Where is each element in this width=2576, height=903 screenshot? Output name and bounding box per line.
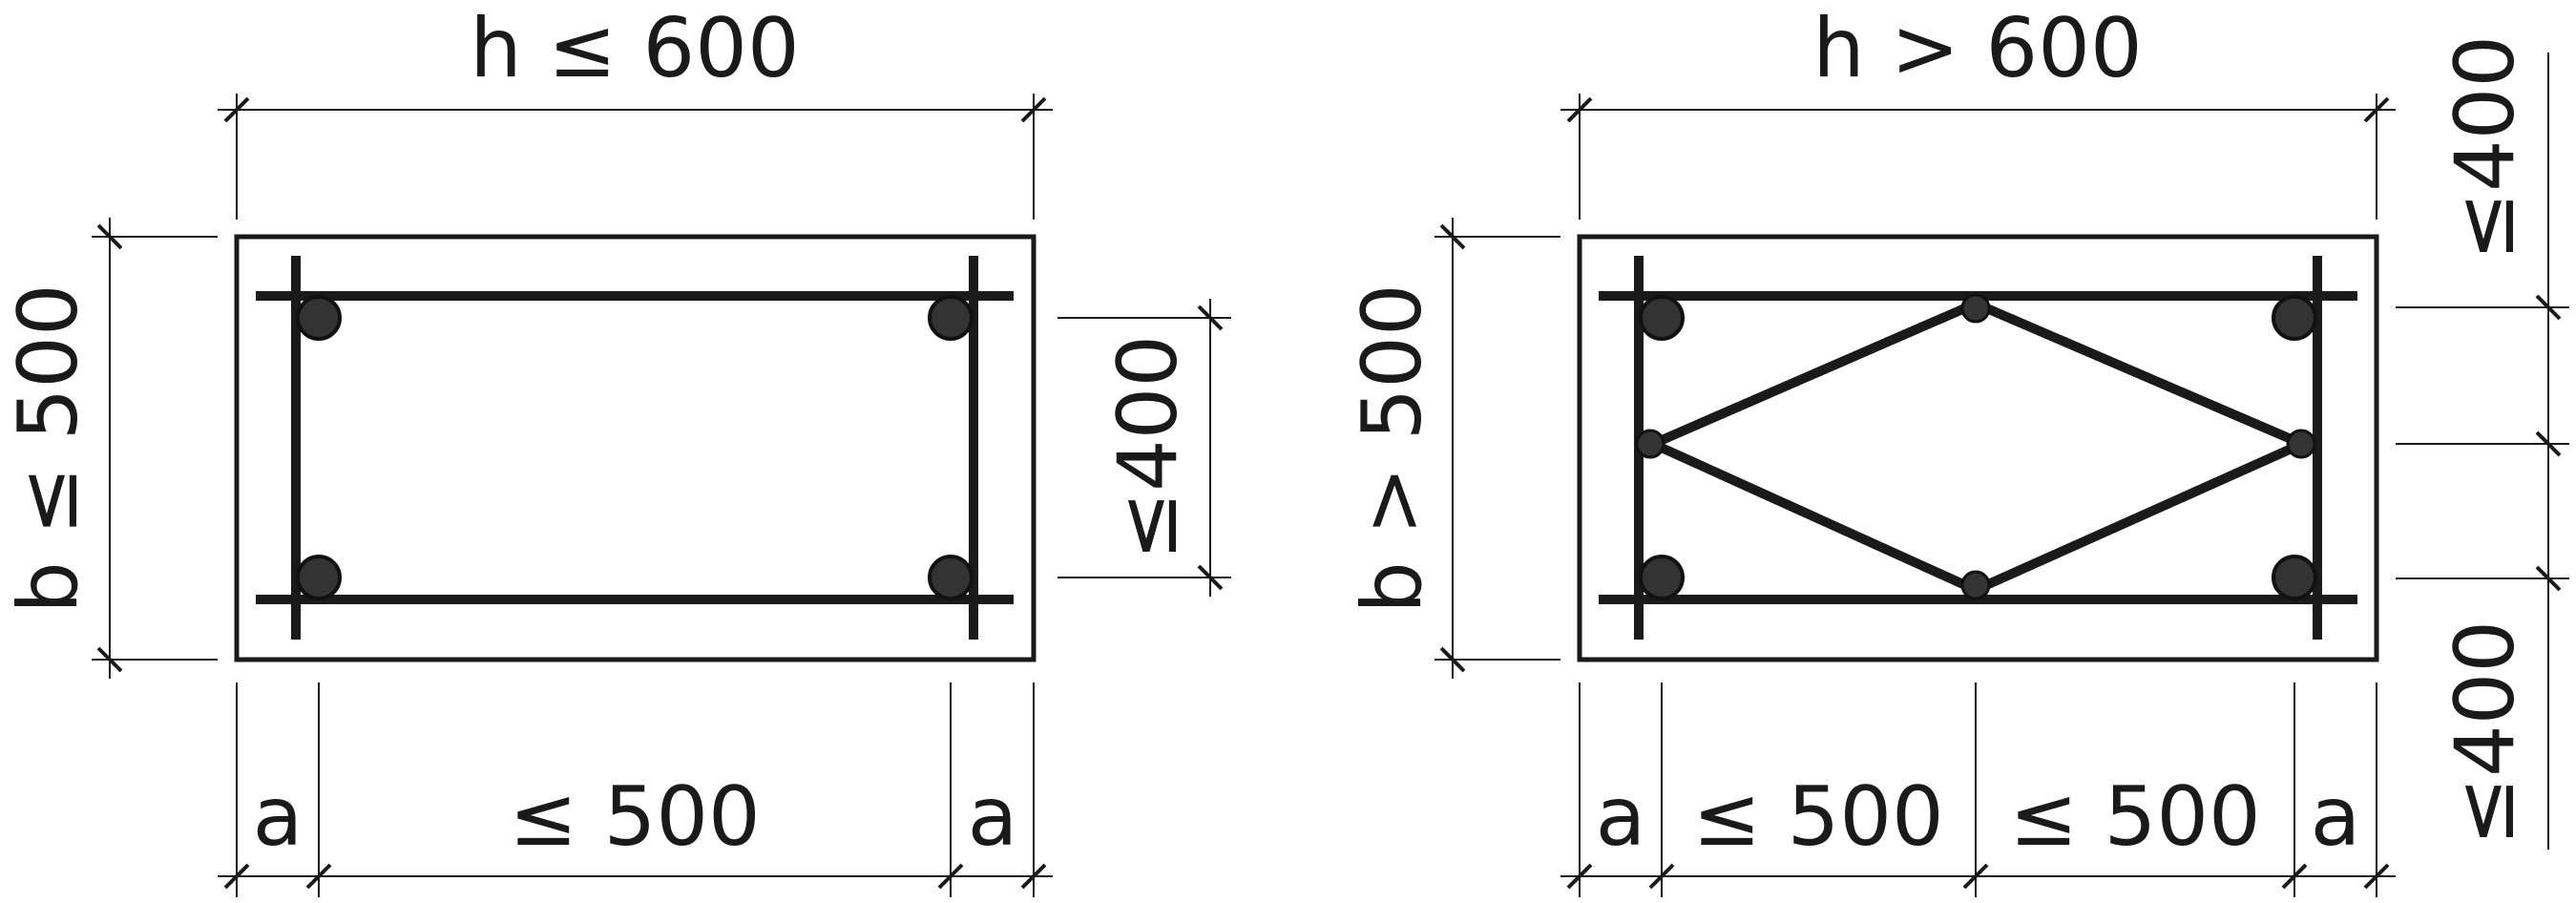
- right-dim-spacing-bottom-label: ≤400: [2438, 620, 2533, 846]
- left-dim-height-label: b ≤ 500: [1, 284, 96, 613]
- left-stirrup: [256, 256, 1014, 640]
- left-rebar-bottom-left: [296, 555, 342, 600]
- right-dim-middle-2-label: ≤ 500: [2009, 769, 2261, 865]
- right-dim-bottom-chain: a ≤ 500 ≤ 500 a: [1560, 682, 2396, 897]
- right-dim-width: h > 600: [1560, 1, 2396, 220]
- left-section: h ≤ 600 b ≤ 500 ≤400: [1, 1, 1231, 897]
- right-rebar-top-left: [1639, 295, 1685, 341]
- right-dim-height-label: b > 500: [1345, 284, 1440, 613]
- left-dim-middle-label: ≤ 500: [509, 769, 761, 865]
- right-dim-edge-left-label: a: [1596, 769, 1646, 865]
- left-dim-bottom-chain: a ≤ 500 a: [218, 682, 1053, 897]
- right-section: h > 600 b > 500 ≤400 ≤400: [1345, 1, 2569, 897]
- left-concrete-outline: [234, 234, 1037, 662]
- right-dim-width-label: h > 600: [1812, 1, 2142, 96]
- left-dim-spacing-label: ≤400: [1100, 335, 1196, 560]
- right-rebar-top-mid: [1960, 293, 1991, 324]
- right-dim-spacing-top-label: ≤400: [2438, 35, 2533, 261]
- left-rebar-top-right: [928, 295, 974, 341]
- left-dim-edge-right-label: a: [968, 769, 1018, 865]
- left-rebar-top-left: [296, 295, 342, 341]
- left-rebar-bottom-right: [928, 555, 974, 600]
- right-rebar-top-right: [2272, 295, 2317, 341]
- left-dim-width: h ≤ 600: [218, 1, 1053, 220]
- right-concrete-outline: [1577, 234, 2379, 662]
- left-dim-height: b ≤ 500: [1, 218, 218, 679]
- right-dim-edge-right-label: a: [2311, 769, 2361, 865]
- left-dim-edge-left-label: a: [253, 769, 304, 865]
- right-dim-middle-1-label: ≤ 500: [1692, 769, 1944, 865]
- right-dim-height: b > 500: [1345, 218, 1560, 679]
- right-rebar-bottom-mid: [1960, 570, 1991, 600]
- left-dim-spacing: ≤400: [1058, 299, 1231, 597]
- right-diamond-tie: [1641, 298, 2314, 596]
- right-rebar-left-mid: [1635, 429, 1665, 459]
- right-rebar-bottom-right: [2272, 555, 2317, 600]
- right-rebar-right-mid: [2286, 429, 2316, 459]
- right-rebar-bottom-left: [1639, 555, 1685, 600]
- right-dim-spacing-chain: ≤400 ≤400: [2396, 35, 2569, 850]
- left-dim-width-label: h ≤ 600: [470, 1, 799, 96]
